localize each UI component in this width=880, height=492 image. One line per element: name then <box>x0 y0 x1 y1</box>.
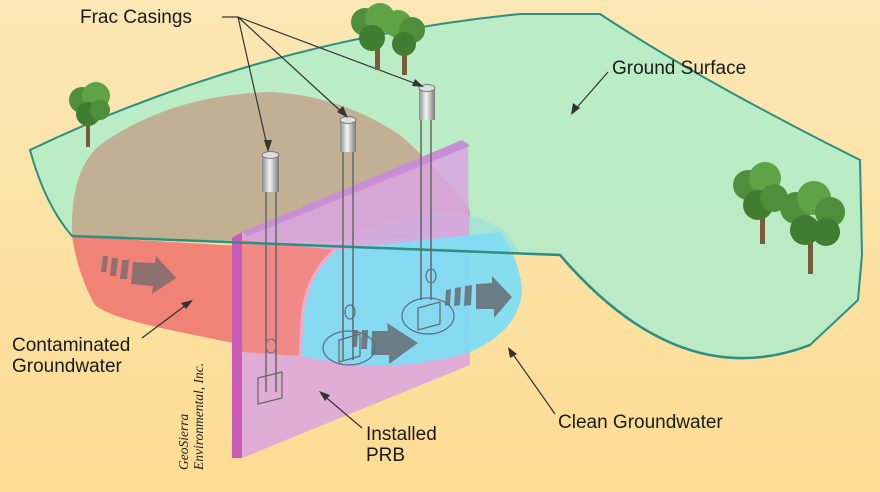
ground-surface-front-edge <box>71 234 811 360</box>
clean-plume-pink-edge <box>298 248 336 357</box>
prb-wall-top <box>242 140 470 236</box>
installed-prb-line1: Installed <box>366 424 437 445</box>
tree-icon <box>69 82 110 147</box>
tree-icon <box>351 3 425 75</box>
credit-line2: Environmental, Inc. <box>191 362 207 470</box>
tree-icon <box>780 181 845 274</box>
clean-groundwater-label: Clean Groundwater <box>558 412 723 433</box>
installed-prb-label: Installed PRB <box>366 424 437 467</box>
frac-casing-2 <box>322 116 376 366</box>
contaminated-label-line1: Contaminated <box>12 335 131 356</box>
ground-surface-label: Ground Surface <box>612 58 747 79</box>
frac-casing-3 <box>401 84 455 335</box>
installed-prb-line2: PRB <box>366 445 406 467</box>
prb-wall-edge <box>232 232 242 458</box>
contaminated-label-line2: Groundwater <box>12 356 122 378</box>
company-credit: GeoSierra Environmental, Inc. <box>176 363 206 470</box>
frac-casings <box>257 84 455 405</box>
tree-icon <box>733 162 788 244</box>
frac-casing-1 <box>257 151 283 405</box>
leader-lines <box>141 16 609 429</box>
leader-arrowheads <box>181 79 580 401</box>
credit-line1: GeoSierra <box>176 413 191 470</box>
contaminated-groundwater-label: Contaminated Groundwater <box>12 335 130 378</box>
contaminated-flow-arrows <box>101 256 176 294</box>
frac-casings-label: Frac Casings <box>80 7 192 28</box>
